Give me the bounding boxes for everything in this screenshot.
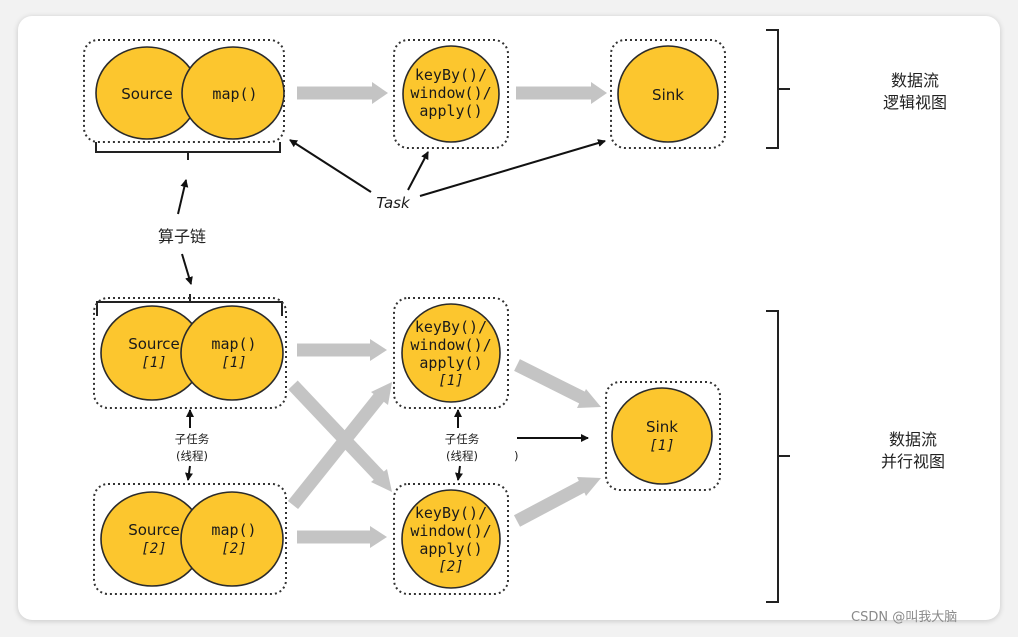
sink-1-node (611, 387, 713, 485)
map-1-index: [1] (221, 355, 246, 371)
keyby-1-line-1: keyBy()/ (415, 318, 487, 336)
subtask-label-left-2: (线程) (176, 449, 208, 463)
keyby-line-1: keyBy()/ (415, 66, 487, 84)
logical-view-label-2: 逻辑视图 (883, 93, 947, 112)
keyby-2-line-3: apply() (419, 540, 482, 558)
map-2-label: map() (211, 521, 256, 539)
source-label: Source (121, 85, 173, 103)
sink-1-label: Sink (646, 418, 678, 436)
keyby-node (402, 45, 500, 143)
keyby-1-frame (393, 297, 509, 409)
keyby-2-index: [2] (438, 559, 463, 575)
keyby-1-line-2: window()/ (410, 336, 491, 354)
chain-brace-top (95, 142, 281, 153)
keyby-1-index: [1] (438, 373, 463, 389)
flow-arrow-k2-sink (513, 480, 587, 527)
keyby-2-frame (393, 483, 509, 595)
subtask-label-left-1: 子任务 (175, 432, 210, 446)
task-label: Task (376, 194, 411, 212)
operator-chain-label: 算子链 (158, 227, 206, 246)
keyby-2-line-1: keyBy()/ (415, 504, 487, 522)
flow-arrow-k1-sink (514, 359, 586, 404)
logical-view-bracket (766, 29, 779, 149)
chain-arrow-down (181, 253, 193, 285)
flow-arrow-m1-k2 (288, 380, 386, 483)
parallel-view-bracket (766, 310, 779, 603)
subtask-label-mid-1: 子任务 (445, 432, 480, 446)
chain-arrow-up (177, 179, 189, 215)
map-label: map() (212, 85, 257, 103)
keyby-line-2: window()/ (410, 84, 491, 102)
chain-frame-1 (93, 297, 287, 409)
source-1-index: [1] (141, 355, 166, 371)
map-node (181, 46, 285, 140)
parallel-view-label-2: 并行视图 (881, 452, 945, 471)
parallel-view-label-1: 数据流 (889, 430, 937, 449)
sink-node (617, 45, 719, 143)
chain-frame-2 (93, 483, 287, 595)
keyby-line-3: apply() (419, 102, 482, 120)
flow-arrow-m2-k1 (287, 390, 387, 510)
keyby-1-line-3: apply() (419, 354, 482, 372)
task-arrow-mid (407, 151, 429, 191)
logical-view-label-1: 数据流 (891, 71, 939, 90)
sink-label: Sink (652, 86, 684, 104)
source-1-label: Source (128, 335, 180, 353)
subtask-label-mid-2: (线程) (446, 449, 478, 463)
map-1-node (180, 305, 284, 401)
map-1-label: map() (211, 335, 256, 353)
keyby-1-node (401, 303, 501, 403)
subtask-paren: ) (514, 449, 519, 463)
task-arrow-right (419, 139, 606, 197)
subtask-arrow-down-mid (455, 465, 463, 481)
keyby-2-line-2: window()/ (410, 522, 491, 540)
csdn-watermark: CSDN @叫我大脑 (851, 610, 957, 625)
map-2-index: [2] (221, 541, 246, 557)
source-2-index: [2] (141, 541, 166, 557)
keyby-2-node (401, 489, 501, 589)
source-2-label: Source (128, 521, 180, 539)
sink-1-index: [1] (649, 438, 674, 454)
task-arrow-left (289, 139, 372, 193)
map-2-node (180, 491, 284, 587)
subtask-arrow-down-left (185, 465, 193, 481)
